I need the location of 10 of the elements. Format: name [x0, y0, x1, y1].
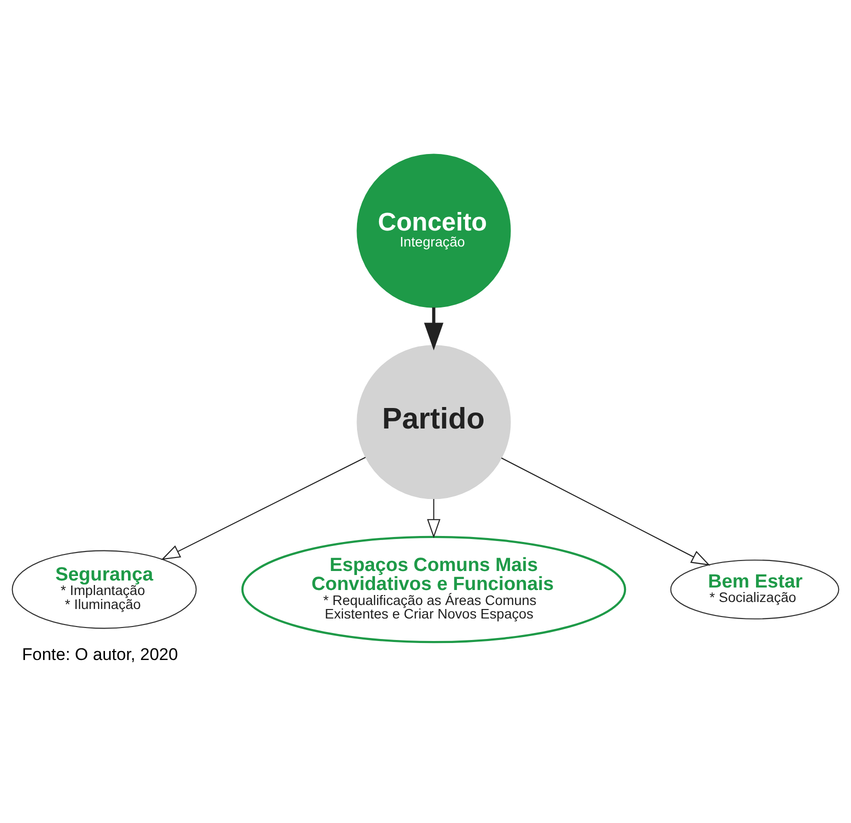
- node-ellipse: Espaços Comuns Mais Convidativos e Funcionais * Requalificação as Áreas Comuns Existentes e Criar Novos Espaços: [241, 535, 626, 643]
- arrow: [424, 306, 444, 350]
- arrow: [427, 498, 440, 538]
- node-ellipse: Segurança * Implantação * Iluminação: [12, 550, 197, 628]
- node-circle: Partido: [356, 344, 511, 499]
- arrow: [161, 456, 366, 560]
- caption: Fonte: O autor, 2020: [22, 644, 178, 664]
- arrow: [501, 457, 710, 566]
- node-circle: Conceito Integração: [356, 153, 511, 308]
- node-ellipse: Bem Estar * Socialização: [670, 559, 840, 619]
